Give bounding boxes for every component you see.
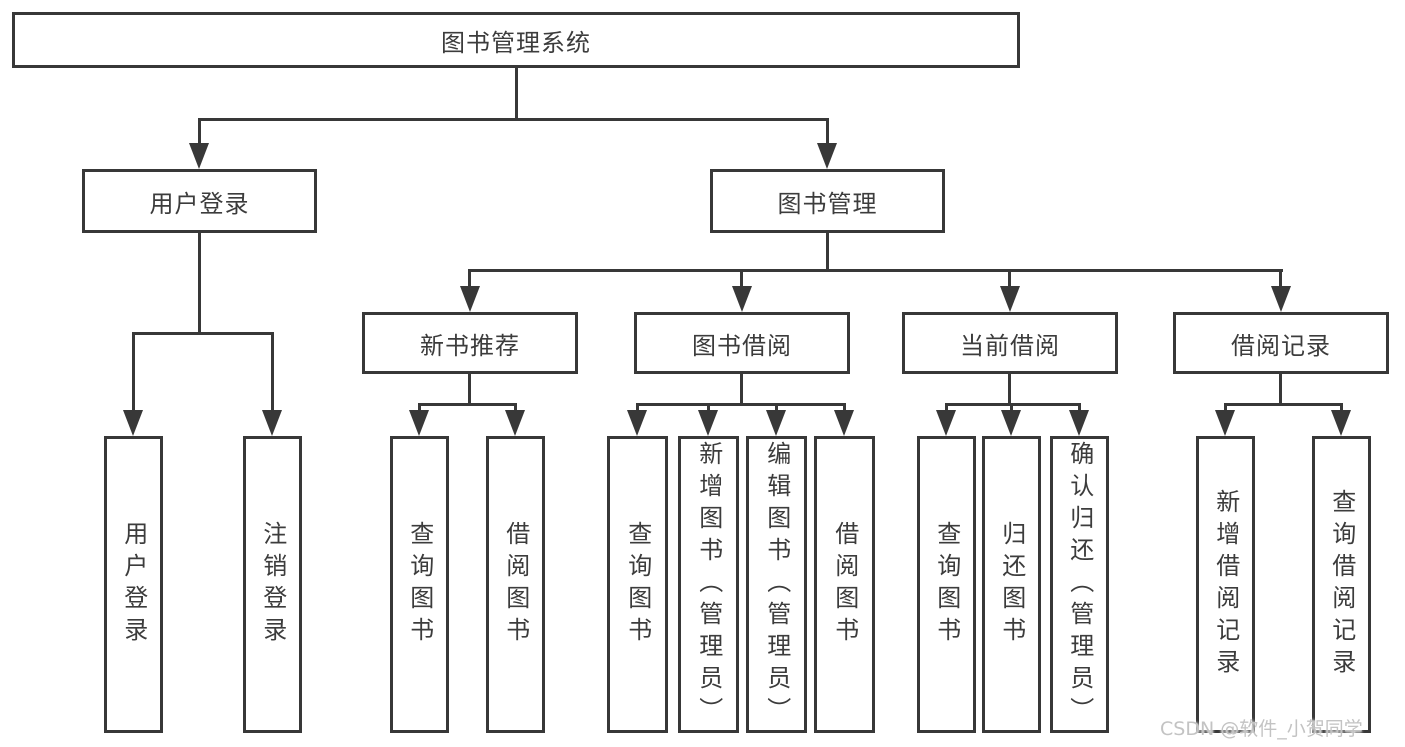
leaf-edit-book-admin-label: 编辑图书（管理员）	[762, 440, 791, 729]
connector-root-hline	[198, 118, 829, 121]
node-borrowing-records: 借阅记录	[1173, 312, 1389, 374]
leaf-return-book-label: 归还图书	[997, 520, 1026, 649]
leaf-add-book-admin: 新增图书（管理员）	[678, 436, 739, 733]
arrowhead	[1000, 286, 1020, 312]
arrowhead	[460, 286, 480, 312]
arrowhead	[262, 410, 282, 436]
node-borrowing-records-label: 借阅记录	[1231, 331, 1331, 360]
connector-drop-line	[132, 332, 135, 412]
connector-group-hline	[418, 403, 517, 406]
connector-group-vline	[1279, 374, 1282, 405]
leaf-borrow-books-recommend: 借阅图书	[486, 436, 545, 733]
leaf-logout-label: 注销登录	[258, 520, 287, 649]
connector-group-hline	[1224, 403, 1343, 406]
leaf-edit-book-admin: 编辑图书（管理员）	[746, 436, 807, 733]
arrowhead	[1001, 410, 1021, 436]
node-user-login: 用户登录	[82, 169, 317, 233]
connector-book-mgmt-hline	[468, 269, 1283, 272]
leaf-user-login: 用户登录	[104, 436, 163, 733]
arrowhead	[732, 286, 752, 312]
connector-group-hline	[636, 403, 846, 406]
connector-group-hline	[945, 403, 1081, 406]
leaf-confirm-return-admin-label: 确认归还（管理员）	[1065, 440, 1094, 729]
connector-group-vline	[468, 374, 471, 405]
leaf-query-borrow-record-label: 查询借阅记录	[1327, 488, 1356, 681]
arrowhead	[1271, 286, 1291, 312]
node-book-management-label: 图书管理	[777, 189, 878, 218]
connector-book-mgmt-vline	[826, 233, 829, 271]
arrowhead	[123, 410, 143, 436]
node-current-borrowing: 当前借阅	[902, 312, 1118, 374]
leaf-add-book-admin-label: 新增图书（管理员）	[694, 440, 723, 729]
arrowhead	[766, 410, 786, 436]
arrowhead	[817, 143, 837, 169]
connector-drop-line	[707, 403, 710, 412]
connector-group-vline	[740, 374, 743, 405]
node-user-login-label: 用户登录	[149, 189, 250, 218]
arrowhead	[409, 410, 429, 436]
connector-drop-line	[1224, 403, 1227, 412]
leaf-add-borrow-record-label: 新增借阅记录	[1211, 488, 1240, 681]
connector-drop-line	[945, 403, 948, 412]
node-book-management: 图书管理	[710, 169, 945, 233]
connector-drop-line	[271, 332, 274, 412]
connector-drop-line	[636, 403, 639, 412]
connector-drop-line	[775, 403, 778, 412]
leaf-add-borrow-record: 新增借阅记录	[1196, 436, 1255, 733]
node-book-borrowing: 图书借阅	[634, 312, 850, 374]
leaf-query-books-borrowing-label: 查询图书	[623, 520, 652, 649]
connector-drop-line	[740, 269, 743, 289]
leaf-borrow-book-label: 借阅图书	[830, 520, 859, 649]
connector-group-vline	[1008, 374, 1011, 405]
connector-user-login-hline	[132, 332, 274, 335]
node-root-label: 图书管理系统	[441, 28, 591, 57]
leaf-borrow-book: 借阅图书	[814, 436, 875, 733]
leaf-query-books-recommend-label: 查询图书	[405, 520, 434, 649]
connector-drop-line	[843, 403, 846, 412]
connector-drop-line	[468, 269, 471, 289]
leaf-user-login-label: 用户登录	[119, 520, 148, 649]
csdn-watermark: CSDN @软件_小贺同学	[1160, 718, 1363, 740]
connector-drop-line	[1078, 403, 1081, 412]
node-new-book-recommend-label: 新书推荐	[420, 331, 520, 360]
leaf-query-books-current: 查询图书	[917, 436, 976, 733]
leaf-logout: 注销登录	[243, 436, 302, 733]
connector-drop-line	[1340, 403, 1343, 412]
connector-drop-line	[1010, 403, 1013, 412]
connector-drop-line	[1008, 269, 1011, 289]
leaf-query-books-borrowing: 查询图书	[607, 436, 668, 733]
leaf-return-book: 归还图书	[982, 436, 1041, 733]
connector-drop-line	[826, 118, 829, 146]
arrowhead	[505, 410, 525, 436]
arrowhead	[189, 143, 209, 169]
node-new-book-recommend: 新书推荐	[362, 312, 578, 374]
leaf-borrow-books-recommend-label: 借阅图书	[501, 520, 530, 649]
arrowhead	[627, 410, 647, 436]
leaf-query-books-recommend: 查询图书	[390, 436, 449, 733]
connector-drop-line	[514, 403, 517, 412]
arrowhead	[1215, 410, 1235, 436]
arrowhead	[936, 410, 956, 436]
arrowhead	[698, 410, 718, 436]
leaf-confirm-return-admin: 确认归还（管理员）	[1050, 436, 1109, 733]
arrowhead	[1331, 410, 1351, 436]
connector-drop-line	[418, 403, 421, 412]
arrowhead	[1069, 410, 1089, 436]
leaf-query-books-current-label: 查询图书	[932, 520, 961, 649]
node-book-borrowing-label: 图书借阅	[692, 331, 792, 360]
connector-drop-line	[198, 118, 201, 146]
connector-drop-line	[1279, 269, 1282, 289]
arrowhead	[834, 410, 854, 436]
node-current-borrowing-label: 当前借阅	[960, 331, 1060, 360]
connector-root-vline	[515, 68, 518, 118]
leaf-query-borrow-record: 查询借阅记录	[1312, 436, 1371, 733]
connector-user-login-vline	[198, 233, 201, 334]
node-root: 图书管理系统	[12, 12, 1020, 68]
